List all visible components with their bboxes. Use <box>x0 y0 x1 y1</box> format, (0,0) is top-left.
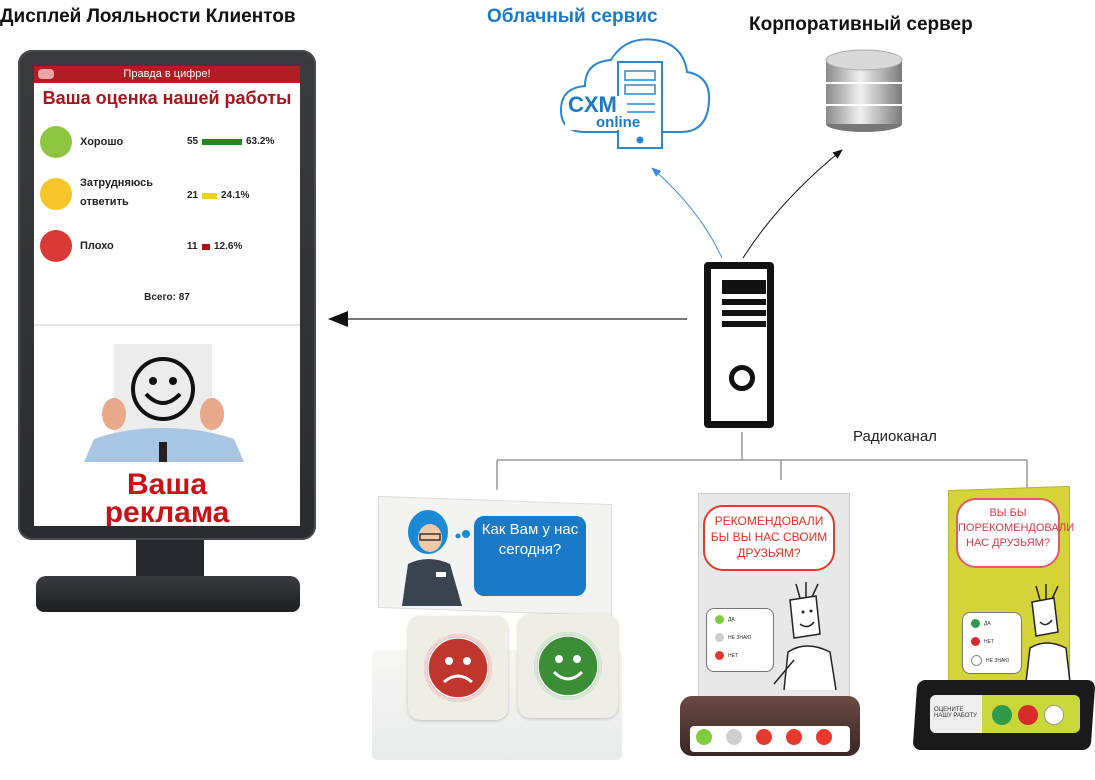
row-percent: 24.1% <box>221 190 250 201</box>
online-logo-text: online <box>596 114 641 131</box>
question-bubble: Как Вам у нас сегодня? <box>474 516 586 596</box>
row-percent: 63.2% <box>246 136 275 147</box>
ad-text-line2: реклама <box>104 496 230 527</box>
rating-row-bad: Плохо 11 12.6% <box>34 230 300 270</box>
button-no-3[interactable] <box>816 729 832 745</box>
row-label: Затрудняюсь ответить <box>80 177 153 208</box>
panel-label: ОЦЕНИТЕ НАШУ РАБОТУ <box>930 695 982 733</box>
panel-unsure-button[interactable] <box>1044 705 1064 725</box>
cloud-icon <box>559 38 711 149</box>
radio-channel-label: Радиоканал <box>853 428 937 445</box>
ad-text-line1: Ваша <box>126 468 208 501</box>
rating-bar <box>202 244 210 250</box>
chat-logo-icon <box>38 69 54 79</box>
rating-bar <box>202 139 242 145</box>
screen-divider <box>34 324 300 326</box>
row-count: 11 <box>187 241 198 252</box>
button-no-1[interactable] <box>756 729 772 745</box>
consultant-illustration <box>402 510 470 606</box>
total-count: Всего: 87 <box>34 292 300 303</box>
sad-face-icon <box>424 634 492 702</box>
display-title: Дисплей Лояльности Клиентов <box>0 6 296 27</box>
smiley-bad-icon <box>40 230 72 262</box>
smiley-good-icon <box>40 126 72 158</box>
smiley-sign-photo <box>84 344 244 462</box>
row-count: 21 <box>187 190 199 201</box>
loyalty-display-screen: Правда в цифре! Ваша оценка нашей работы… <box>34 66 300 526</box>
yes-face-icon <box>715 615 724 624</box>
yellow-answer-legend: ДА НЕТ НЕ ЗНАЮ <box>962 612 1022 674</box>
cartoon-man-illustration <box>773 582 837 690</box>
rating-row-good: Хорошо 55 63.2% <box>34 126 300 166</box>
no-button-icon <box>971 637 980 646</box>
total-value: 87 <box>178 292 190 303</box>
panel-no-button[interactable] <box>1018 705 1038 725</box>
legend-unsure: НЕ ЗНАЮ <box>728 634 752 641</box>
legend-yes: ДА <box>984 620 991 627</box>
button-unsure[interactable] <box>726 729 742 745</box>
button-yes[interactable] <box>696 729 712 745</box>
power-button-icon <box>729 365 755 391</box>
happy-face-icon <box>534 632 602 700</box>
corporate-server-title: Корпоративный сервер <box>749 14 973 35</box>
cartoon-man-illustration-2 <box>1025 584 1071 682</box>
row-count: 55 <box>187 136 199 147</box>
screen-header-text: Правда в цифре! <box>123 68 211 80</box>
no-face-icon <box>715 651 724 660</box>
cloud-title: Облачный сервис <box>487 6 658 27</box>
database-icon <box>825 49 903 132</box>
recommend-question-bubble: РЕКОМЕНДОВАЛИ БЫ ВЫ НАС СВОИМ ДРУЗЬЯМ? <box>703 505 835 571</box>
button-panel <box>690 726 850 752</box>
monitor-stand-neck <box>136 540 204 576</box>
answer-legend: ДА НЕ ЗНАЮ НЕТ <box>706 608 774 672</box>
row-percent: 12.6% <box>214 241 243 252</box>
monitor-stand-base <box>36 576 300 612</box>
unsure-button-icon <box>971 655 982 666</box>
yellow-question-bubble: ВЫ БЫ ПОРЕКОМЕНДОВАЛИ НАС ДРУЗЬЯМ? <box>956 498 1074 568</box>
row-label: Хорошо <box>80 136 124 148</box>
screen-header: Правда в цифре! <box>34 66 300 83</box>
yellow-button-panel: ОЦЕНИТЕ НАШУ РАБОТУ <box>930 695 1080 733</box>
legend-no: НЕТ <box>984 638 994 645</box>
smiley-neutral-icon <box>40 178 72 210</box>
rating-bar <box>202 193 217 199</box>
bad-rating-button[interactable] <box>408 616 508 720</box>
total-label: Всего: <box>144 292 176 303</box>
unsure-face-icon <box>715 633 724 642</box>
legend-unsure: НЕ ЗНАЮ <box>986 657 1010 664</box>
rating-row-neutral: Затрудняюсь ответить 21 24.1% <box>34 177 300 218</box>
panel-yes-button[interactable] <box>992 705 1012 725</box>
yes-button-icon <box>971 619 980 628</box>
cxm-logo-text: CXM <box>568 92 617 117</box>
button-no-2[interactable] <box>786 729 802 745</box>
screen-title: Ваша оценка нашей работы <box>42 88 292 108</box>
legend-no: НЕТ <box>728 652 738 659</box>
arrow-to-cloud <box>651 167 723 259</box>
arrow-to-corporate <box>742 149 843 259</box>
good-rating-button[interactable] <box>518 614 618 718</box>
legend-yes: ДА <box>728 616 735 623</box>
row-label: Плохо <box>80 240 114 252</box>
server-tower-icon <box>704 262 774 428</box>
